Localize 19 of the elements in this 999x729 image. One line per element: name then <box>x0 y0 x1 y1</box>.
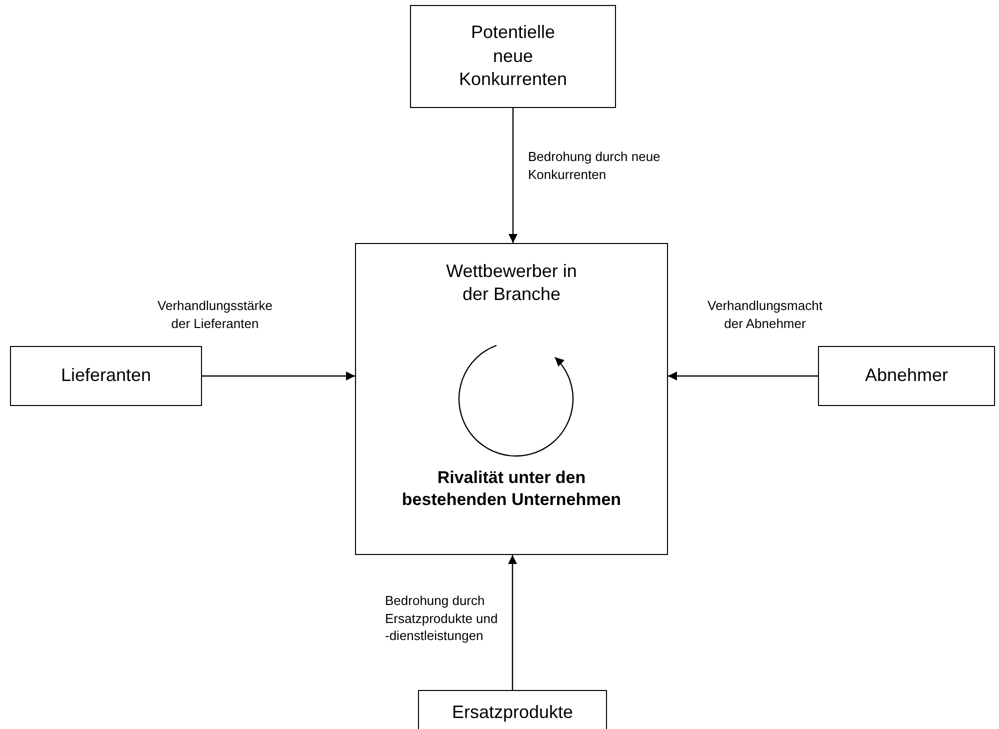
box-label: Ersatzprodukte <box>450 700 574 724</box>
arrow <box>508 555 517 690</box>
arrow <box>202 372 355 380</box>
edge-label: Verhandlungsmacht der Abnehmer <box>706 297 824 332</box>
box-label: Lieferanten <box>60 364 152 388</box>
box-label: Potentielle neue Konkurrenten <box>458 21 568 92</box>
arrow <box>668 372 818 380</box>
edge-label: Verhandlungsstärke der Lieferanten <box>156 297 274 332</box>
edge-label: Bedrohung durch neue Konkurrenten <box>528 148 662 184</box>
box-label: Abnehmer <box>864 364 950 388</box>
force-box <box>10 346 202 406</box>
arrow <box>508 108 518 243</box>
force-box <box>418 690 607 729</box>
rivalry-box <box>355 243 668 555</box>
edge-label: Bedrohung durch Ersatzprodukte und -dienstleistungen <box>385 592 499 645</box>
box-caption: Rivalität unter den bestehenden Unternehmen <box>400 467 622 512</box>
box-heading: Wettbewerber in der Branche <box>445 260 578 306</box>
force-box <box>818 346 995 406</box>
force-box <box>410 5 616 108</box>
